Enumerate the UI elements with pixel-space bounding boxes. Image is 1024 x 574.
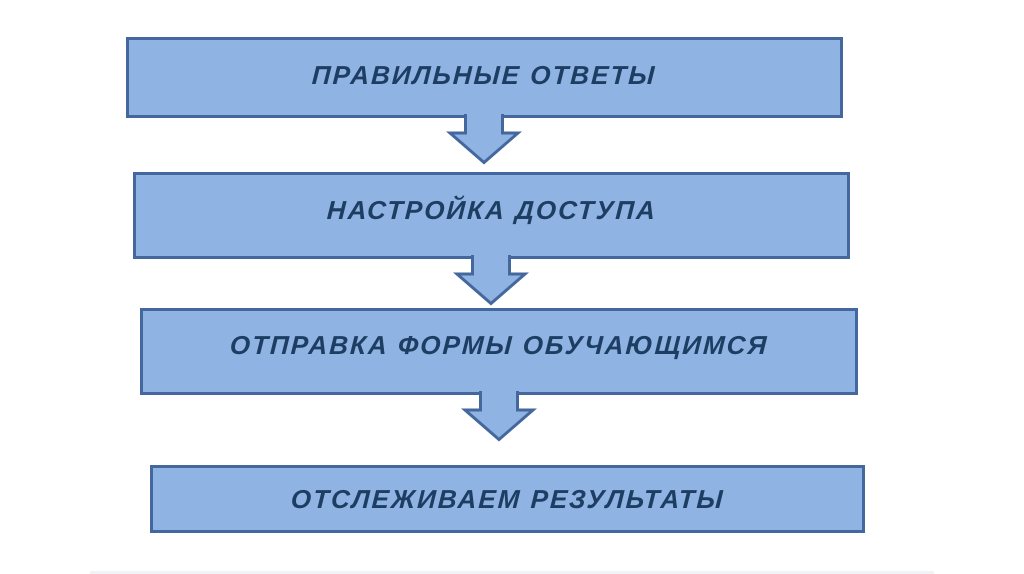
step-box-4: ОТСЛЕЖИВАЕМ РЕЗУЛЬТАТЫ [150,465,865,533]
down-arrow-icon [460,391,538,442]
step-label-3: ОТПРАВКА ФОРМЫ ОБУЧАЮЩИМСЯ [229,330,770,360]
step-box-1: ПРАВИЛЬНЫЕ ОТВЕТЫ [126,37,843,118]
step-label-1: ПРАВИЛЬНЫЕ ОТВЕТЫ [311,60,658,90]
step-label-2: НАСТРОЙКА ДОСТУПА [325,195,658,225]
down-arrow-icon [445,114,523,165]
step-box-3: ОТПРАВКА ФОРМЫ ОБУЧАЮЩИМСЯ [140,308,858,395]
down-arrow-icon [452,255,530,306]
bottom-edge-line [90,571,934,574]
step-box-2: НАСТРОЙКА ДОСТУПА [133,172,850,259]
step-label-4: ОТСЛЕЖИВАЕМ РЕЗУЛЬТАТЫ [289,483,726,514]
